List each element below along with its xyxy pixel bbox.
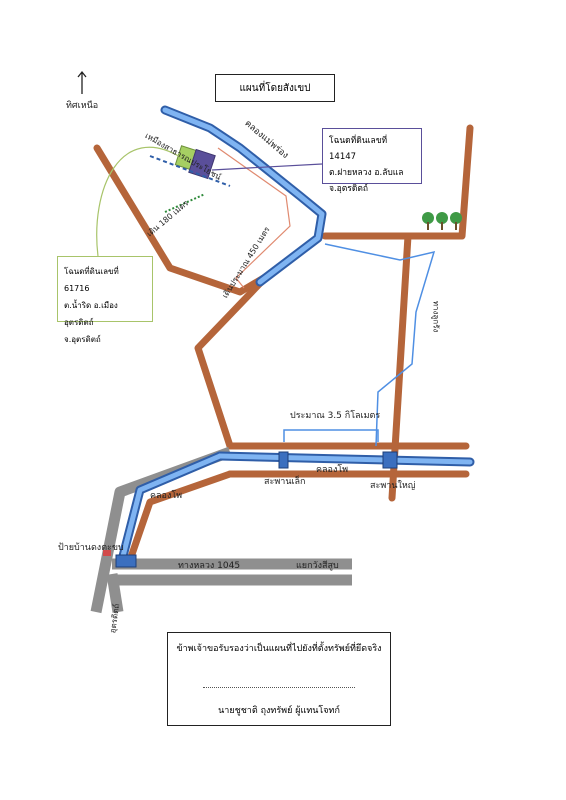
map-title: แผนที่โดยสังเขป <box>215 74 335 102</box>
canal-east-thin <box>324 243 436 447</box>
village-bridge-icon <box>115 554 137 568</box>
label-small-bridge: สะพานเล็ก <box>264 477 306 487</box>
deed-box-61716: โฉนดที่ดินเลขที่ 61716 ต.น้ำริด อ.เมืองอ… <box>57 256 153 344</box>
big-bridge-icon <box>382 451 398 469</box>
deed-1-line1: โฉนดที่ดินเลขที่ 14147 <box>329 136 388 162</box>
deed-1-line3: จ.อุตรดิตถ์ <box>329 184 369 194</box>
deed-box-14147: โฉนดที่ดินเลขที่ 14147 ต.ฝายหลวง อ.ลับแล… <box>322 128 422 194</box>
trees-icon <box>422 212 462 230</box>
dirt-road-west <box>93 144 271 296</box>
label-junction: แยกวังสีสูบ <box>296 561 339 571</box>
signer-name: นายชูชาติ ถุงทรัพย์ ผู้แทนโจทก์ <box>218 706 340 716</box>
label-east-road: ทางลูกรัง <box>431 300 441 333</box>
label-village-sign: ป้ายบ้านดงตะขบ <box>58 543 124 553</box>
label-big-bridge: สะพานใหญ่ <box>370 481 416 491</box>
dirt-road-central <box>194 272 470 450</box>
parcel-14147 <box>188 148 216 180</box>
pointer-line-1 <box>211 163 323 171</box>
walk-dotted <box>164 193 206 213</box>
north-label: ทิศเหนือ <box>66 101 99 111</box>
canal-lower <box>119 453 223 563</box>
deed-2-line2: ต.น้ำริด อ.เมืองอุตรดิตถ์ <box>64 301 118 327</box>
deed-2-line1: โฉนดที่ดินเลขที่ 61716 <box>64 267 119 293</box>
deed-1-line2: ต.ฝายหลวง อ.ลับแล <box>329 168 404 178</box>
label-highway: ทางหลวง 1045 <box>178 561 241 571</box>
irrigation-dashed <box>149 155 231 187</box>
label-approx-distance: ประมาณ 3.5 กิโลเมตร <box>290 411 381 421</box>
label-canal-lower: คลองโพ <box>150 491 183 501</box>
dirt-road-sw <box>126 470 234 564</box>
signature-line <box>203 687 355 688</box>
dirt-road-east-north <box>321 124 474 240</box>
village-sign-icon <box>103 550 111 556</box>
deed-2-line3: จ.อุตรดิตถ์ <box>64 335 101 344</box>
certification-text: ข้าพเจ้าขอรับรองว่าเป็นแผนที่ไปยังที่ตั้… <box>176 644 382 654</box>
label-canal-main: คลองโพ <box>316 465 349 475</box>
small-bridge-icon <box>278 451 289 469</box>
highway-uttaradit <box>106 573 124 613</box>
canal-main <box>217 453 473 465</box>
road-outline <box>217 147 291 289</box>
distance-bracket <box>283 429 379 442</box>
certification-box: ข้าพเจ้าขอรับรองว่าเป็นแผนที่ไปยังที่ตั้… <box>167 632 391 726</box>
pointer-line-2 <box>96 146 183 257</box>
canal-north <box>162 107 325 285</box>
north-arrow-icon <box>77 70 87 94</box>
